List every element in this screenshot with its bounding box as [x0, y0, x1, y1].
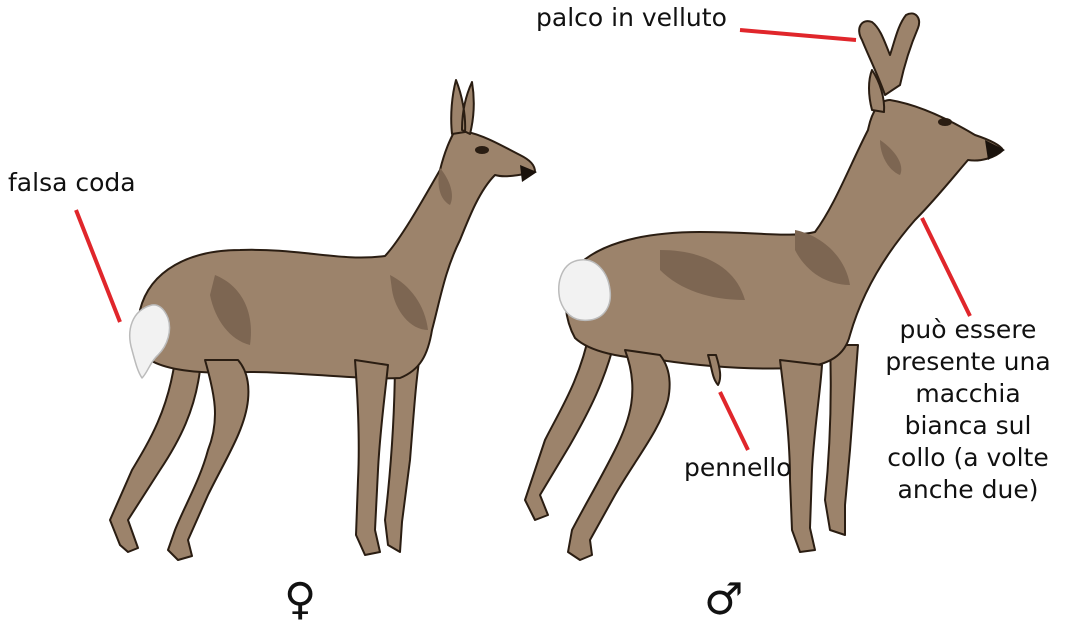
label-false-tail: falsa coda	[8, 167, 136, 199]
female-symbol: ♀	[284, 578, 316, 622]
leader-line-velvet-antler	[740, 30, 856, 40]
female-far-fore-leg	[385, 355, 420, 552]
male-brush-tuft	[708, 355, 720, 385]
male-far-fore-leg	[825, 345, 858, 535]
label-velvet-antler: palco in velluto	[536, 2, 727, 34]
female-rump-patch	[130, 305, 170, 378]
female-near-fore-leg	[355, 360, 388, 555]
leader-line-brush	[720, 392, 748, 450]
leader-line-neck-patch	[922, 218, 970, 316]
label-neck-patch: può essere presente una macchia bianca s…	[878, 314, 1058, 506]
female-body	[139, 130, 535, 378]
male-symbol: ♂	[704, 578, 743, 622]
female-deer-illustration	[110, 80, 537, 560]
female-ears	[451, 80, 474, 134]
leader-line-false-tail	[76, 210, 120, 322]
label-brush: pennello	[684, 452, 792, 484]
